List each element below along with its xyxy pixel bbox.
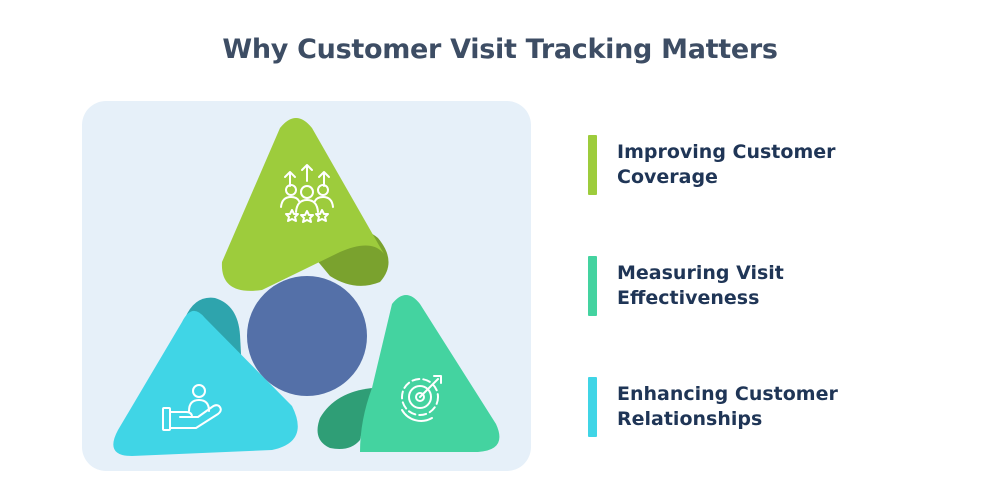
green-triangle <box>221 118 384 291</box>
page-title: Why Customer Visit Tracking Matters <box>222 34 778 65</box>
team-growth-icon <box>280 164 334 223</box>
legend-label-effectiveness: Measuring Visit Effectiveness <box>617 262 784 309</box>
teal-triangle <box>360 295 500 452</box>
teal-fold <box>317 388 372 449</box>
legend-item-relationships: Enhancing Customer Relationships <box>588 377 877 437</box>
legend-label-coverage: Improving Customer Coverage <box>617 141 836 188</box>
hand-person-icon <box>162 384 222 431</box>
cyan-triangle <box>113 310 298 456</box>
target-gear-icon <box>401 375 442 422</box>
legend-item-coverage: Improving Customer Coverage <box>588 135 877 195</box>
legend-label-relationships: Enhancing Customer Relationships <box>617 383 838 430</box>
legend-bar-teal <box>588 256 597 316</box>
legend-bar-cyan <box>588 377 597 437</box>
center-circle <box>247 276 367 396</box>
legend-bar-green <box>588 135 597 195</box>
legend-item-effectiveness: Measuring Visit Effectiveness <box>588 256 877 316</box>
